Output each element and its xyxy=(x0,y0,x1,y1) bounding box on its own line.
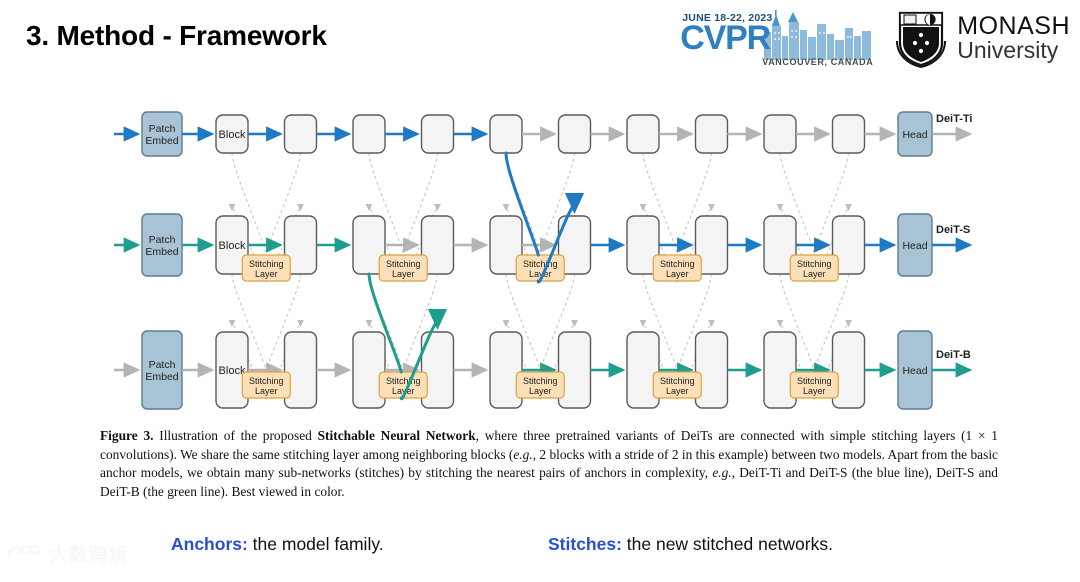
monash-line2: University xyxy=(957,37,1059,63)
stitching-layer-label-line2: Layer xyxy=(529,269,552,279)
stitching-layer-label-line1: Stitching xyxy=(797,259,832,269)
block-box[interactable] xyxy=(489,114,523,154)
stitching-layer-box[interactable] xyxy=(515,371,565,399)
green-stitch-curve-in xyxy=(367,272,403,374)
caption-part3: , 2 blocks with a stride of 2 in this ex… xyxy=(100,446,998,481)
output-label: DeiT-S xyxy=(936,224,970,236)
stitch-connector-dashed xyxy=(642,273,678,373)
stitching-layer-box[interactable] xyxy=(789,371,839,399)
vancouver-skyline-icon xyxy=(764,10,872,60)
patch-embed-label-line1: Patch xyxy=(149,234,176,246)
legend-anchors-key: Anchors: xyxy=(171,534,248,554)
block-label: Block xyxy=(219,365,246,377)
stitching-layer-box[interactable] xyxy=(652,254,702,282)
block-box[interactable] xyxy=(283,114,318,154)
stitching-layer-label-line2: Layer xyxy=(255,386,278,396)
block-box[interactable] xyxy=(352,114,386,154)
stitching-layer-box[interactable] xyxy=(652,371,702,399)
legend: Anchors: the model family. Stitches: the… xyxy=(0,534,1080,568)
caption-bold1: Stitchable Neural Network xyxy=(317,428,476,443)
legend-stitches-key: Stitches: xyxy=(548,534,622,554)
stitching-layer-label-line1: Stitching xyxy=(797,376,832,386)
patch-embed-label-line2: Embed xyxy=(145,371,178,383)
stitching-layer-box[interactable] xyxy=(241,254,291,282)
stitching-layer-label-line2: Layer xyxy=(666,269,689,279)
cvpr-logo: JUNE 18-22, 2023 CVPR VANCOUVER, CANADA xyxy=(680,6,876,70)
stitching-layer-label-line2: Layer xyxy=(803,269,826,279)
watermark: 大数跨境 xyxy=(6,540,129,567)
patch-embed-label-line2: Embed xyxy=(145,135,178,147)
caption-part2: , where three pretrained variants of Dei… xyxy=(100,428,998,462)
figure-caption: Figure 3. Illustration of the proposed S… xyxy=(100,427,998,501)
watermark-logo-icon xyxy=(8,544,41,558)
legend-item-anchors: Anchors: the model family. xyxy=(171,534,384,555)
head-label: Head xyxy=(902,129,927,141)
block-box[interactable] xyxy=(694,114,729,154)
head-label: Head xyxy=(902,240,927,252)
block-label: Block xyxy=(219,129,246,141)
stitching-layer-label-line2: Layer xyxy=(529,386,552,396)
cvpr-wordmark: CVPR xyxy=(680,19,771,57)
output-label: DeiT-B xyxy=(936,349,971,361)
stitch-connector-dashed xyxy=(779,273,815,373)
cvpr-location: VANCOUVER, CANADA xyxy=(762,57,874,67)
stitch-connector-dashed xyxy=(642,152,678,256)
stitching-layer-label-line2: Layer xyxy=(803,386,826,396)
caption-figure-number: Figure 3. xyxy=(100,428,154,443)
stitching-layer-label-line2: Layer xyxy=(392,386,415,396)
stitching-layer-label-line1: Stitching xyxy=(660,376,695,386)
stitch-connector-dashed xyxy=(368,152,404,256)
logo-group: JUNE 18-22, 2023 CVPR VANCOUVER, CANADA xyxy=(680,6,1070,70)
stitch-connector-dashed xyxy=(779,152,815,256)
caption-italic1: e.g. xyxy=(513,446,533,462)
cvpr-date: JUNE 18-22, 2023 xyxy=(682,12,773,24)
stitch-connector-dashed xyxy=(231,273,267,373)
block-box[interactable] xyxy=(626,114,660,154)
green-stitch-curve-out xyxy=(399,308,448,401)
block-box[interactable] xyxy=(420,114,455,154)
output-label: DeiT-Ti xyxy=(936,113,972,125)
block-box[interactable] xyxy=(557,114,592,154)
stitching-layer-label-line1: Stitching xyxy=(386,376,421,386)
monash-crest-icon xyxy=(896,11,947,68)
stitch-connector-dashed xyxy=(231,152,267,256)
patch-embed-label-line1: Patch xyxy=(149,123,176,135)
page-title: 3. Method - Framework xyxy=(26,20,327,51)
caption-part1: Illustration of the proposed xyxy=(153,428,318,443)
stitching-layer-label-line1: Stitching xyxy=(523,259,558,269)
blue-stitch-curve-out xyxy=(536,192,585,284)
watermark-text: 大数跨境 xyxy=(49,545,130,566)
patch-embed-label-line1: Patch xyxy=(149,359,176,371)
block-box[interactable] xyxy=(831,114,866,154)
stitching-layer-label-line2: Layer xyxy=(392,269,415,279)
block-box[interactable] xyxy=(763,114,797,154)
monash-wordmark: MONASH University xyxy=(957,14,1070,62)
stitching-layer-label-line1: Stitching xyxy=(249,376,284,386)
caption-part4: , DeiT-Ti and DeiT-S (the blue line), De… xyxy=(100,465,998,499)
caption-italic2: e.g. xyxy=(712,465,732,481)
monash-logo: MONASH University xyxy=(894,7,1070,69)
head-label: Head xyxy=(902,365,927,377)
stitching-layer-label-line1: Stitching xyxy=(523,376,558,386)
monash-line1: MONASH xyxy=(957,12,1070,40)
stitching-layer-label-line1: Stitching xyxy=(386,259,421,269)
block-label: Block xyxy=(219,240,246,252)
legend-anchors-value: the model family. xyxy=(247,534,384,554)
stitching-layer-label-line2: Layer xyxy=(255,269,278,279)
legend-item-stitches: Stitches: the new stitched networks. xyxy=(548,534,833,555)
legend-stitches-value: the new stitched networks. xyxy=(621,534,833,554)
blue-stitch-curve-in xyxy=(504,151,540,257)
stitch-connector-dashed xyxy=(505,273,541,373)
stitching-layer-box[interactable] xyxy=(789,254,839,282)
patch-embed-label-line2: Embed xyxy=(145,246,178,258)
stitching-layer-label-line1: Stitching xyxy=(660,259,695,269)
stitching-layer-label-line2: Layer xyxy=(666,386,689,396)
stitching-layer-label-line1: Stitching xyxy=(249,259,284,269)
stitching-layer-box[interactable] xyxy=(241,371,291,399)
stitching-layer-box[interactable] xyxy=(378,254,428,282)
